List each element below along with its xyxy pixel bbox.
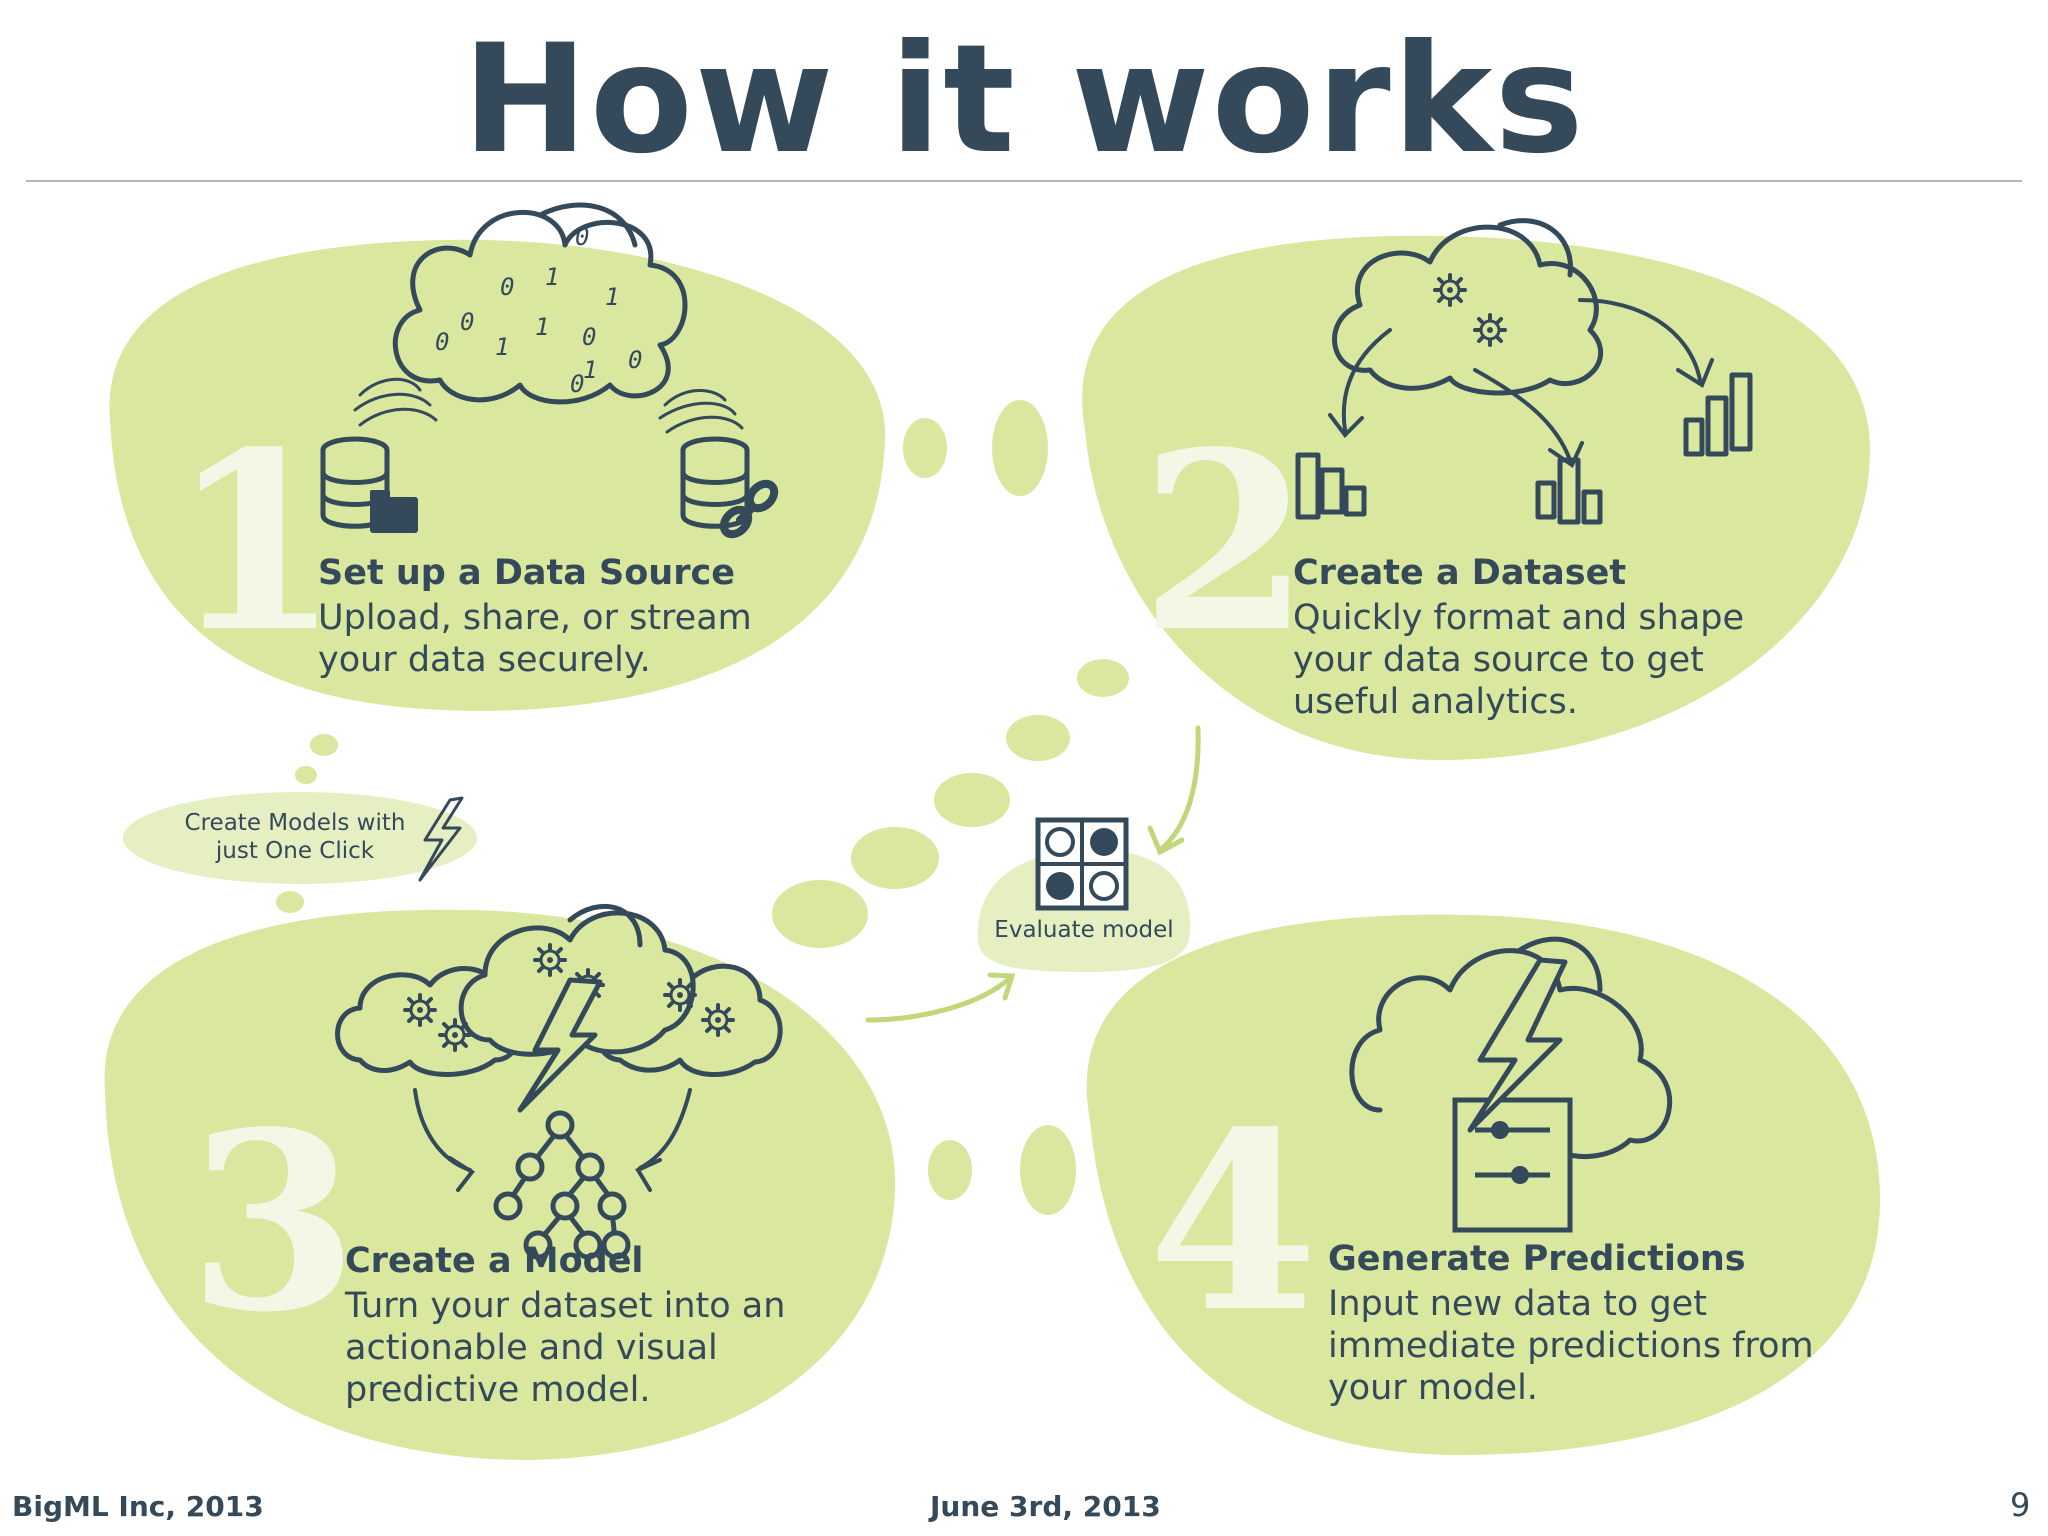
lightning-icon: [418, 796, 464, 882]
arrow-to-evaluate-from-model: [865, 975, 1013, 1023]
step-number: 2: [1140, 398, 1311, 686]
page-title: How it works: [462, 13, 1586, 187]
arrow-icon: [1328, 298, 1714, 468]
arrow-icon: [413, 1088, 692, 1192]
cloud-icon: [1332, 218, 1604, 396]
signal-waves: [353, 377, 744, 434]
gear-icon: [438, 1018, 472, 1052]
binary-digit: 0: [575, 223, 589, 251]
step-2-blob: [1082, 235, 1870, 760]
step-3-blob: [104, 909, 896, 1460]
step-number: 1: [170, 398, 341, 686]
binary-digit: 1: [605, 283, 619, 311]
one-click-note: Create Models with just One Click: [184, 810, 406, 864]
step-description: Input new data to get immediate predicti…: [1328, 1284, 1814, 1408]
binary-digits: 0 0 1 1 0 1 0 1 0 1 0 0: [435, 223, 642, 398]
arrow-to-evaluate-from-dataset: [1157, 725, 1201, 853]
step-title: Create a Model: [345, 1241, 644, 1281]
step-title: Generate Predictions: [1328, 1239, 1746, 1279]
bar-chart-icon: [1295, 452, 1367, 520]
binary-digit: 1: [495, 333, 509, 361]
gear-icon: [403, 993, 437, 1027]
cloud-icon: [1349, 936, 1672, 1160]
link-icon: [719, 479, 779, 539]
prediction-form-icon: [1452, 1097, 1573, 1233]
evaluate-bubble: [977, 849, 1191, 972]
confusion-matrix-icon: [1035, 817, 1129, 911]
binary-digit: 1: [545, 263, 559, 291]
title-divider: [26, 180, 2022, 182]
step-title: Create a Dataset: [1293, 553, 1627, 593]
one-click-bubble: [123, 792, 477, 884]
gear-icon: [663, 978, 697, 1012]
folder-icon: [370, 497, 418, 533]
gear-icon: [1433, 273, 1467, 307]
binary-digit: 0: [582, 323, 596, 351]
gear-icon: [533, 943, 567, 977]
footer-date: June 3rd, 2013: [930, 1490, 1161, 1523]
decision-tree-icon: [493, 1110, 631, 1260]
footer-company: BigML Inc, 2013: [12, 1490, 264, 1523]
binary-digit: 0: [435, 328, 449, 356]
step-number: 3: [188, 1078, 359, 1366]
step-description: Upload, share, or stream your data secur…: [318, 598, 752, 680]
step-number: 4: [1148, 1078, 1319, 1366]
step-description: Turn your dataset into an actionable and…: [345, 1286, 786, 1410]
binary-digit: 0: [500, 273, 514, 301]
lightning-icon: [1467, 957, 1568, 1133]
lightning-icon: [517, 977, 603, 1113]
bar-chart-icon: [1535, 457, 1603, 525]
step-1-blob: [109, 239, 886, 711]
evaluate-model-label: Evaluate model: [994, 917, 1174, 943]
connecting-dots: [276, 400, 1129, 1215]
binary-digit: 0: [460, 308, 474, 336]
binary-digit: 1: [583, 356, 597, 384]
gear-icon: [1473, 313, 1507, 347]
step-title: Set up a Data Source: [318, 553, 735, 593]
page-number: 9: [2010, 1486, 2031, 1524]
step-description: Quickly format and shape your data sourc…: [1293, 598, 1745, 722]
binary-digit: 0: [628, 346, 642, 374]
binary-digit: 1: [535, 313, 549, 341]
cloud-icon: [392, 202, 688, 405]
bar-chart-icon: [1683, 372, 1753, 457]
binary-digit: 0: [570, 370, 584, 398]
gear-icon: [701, 1003, 735, 1037]
